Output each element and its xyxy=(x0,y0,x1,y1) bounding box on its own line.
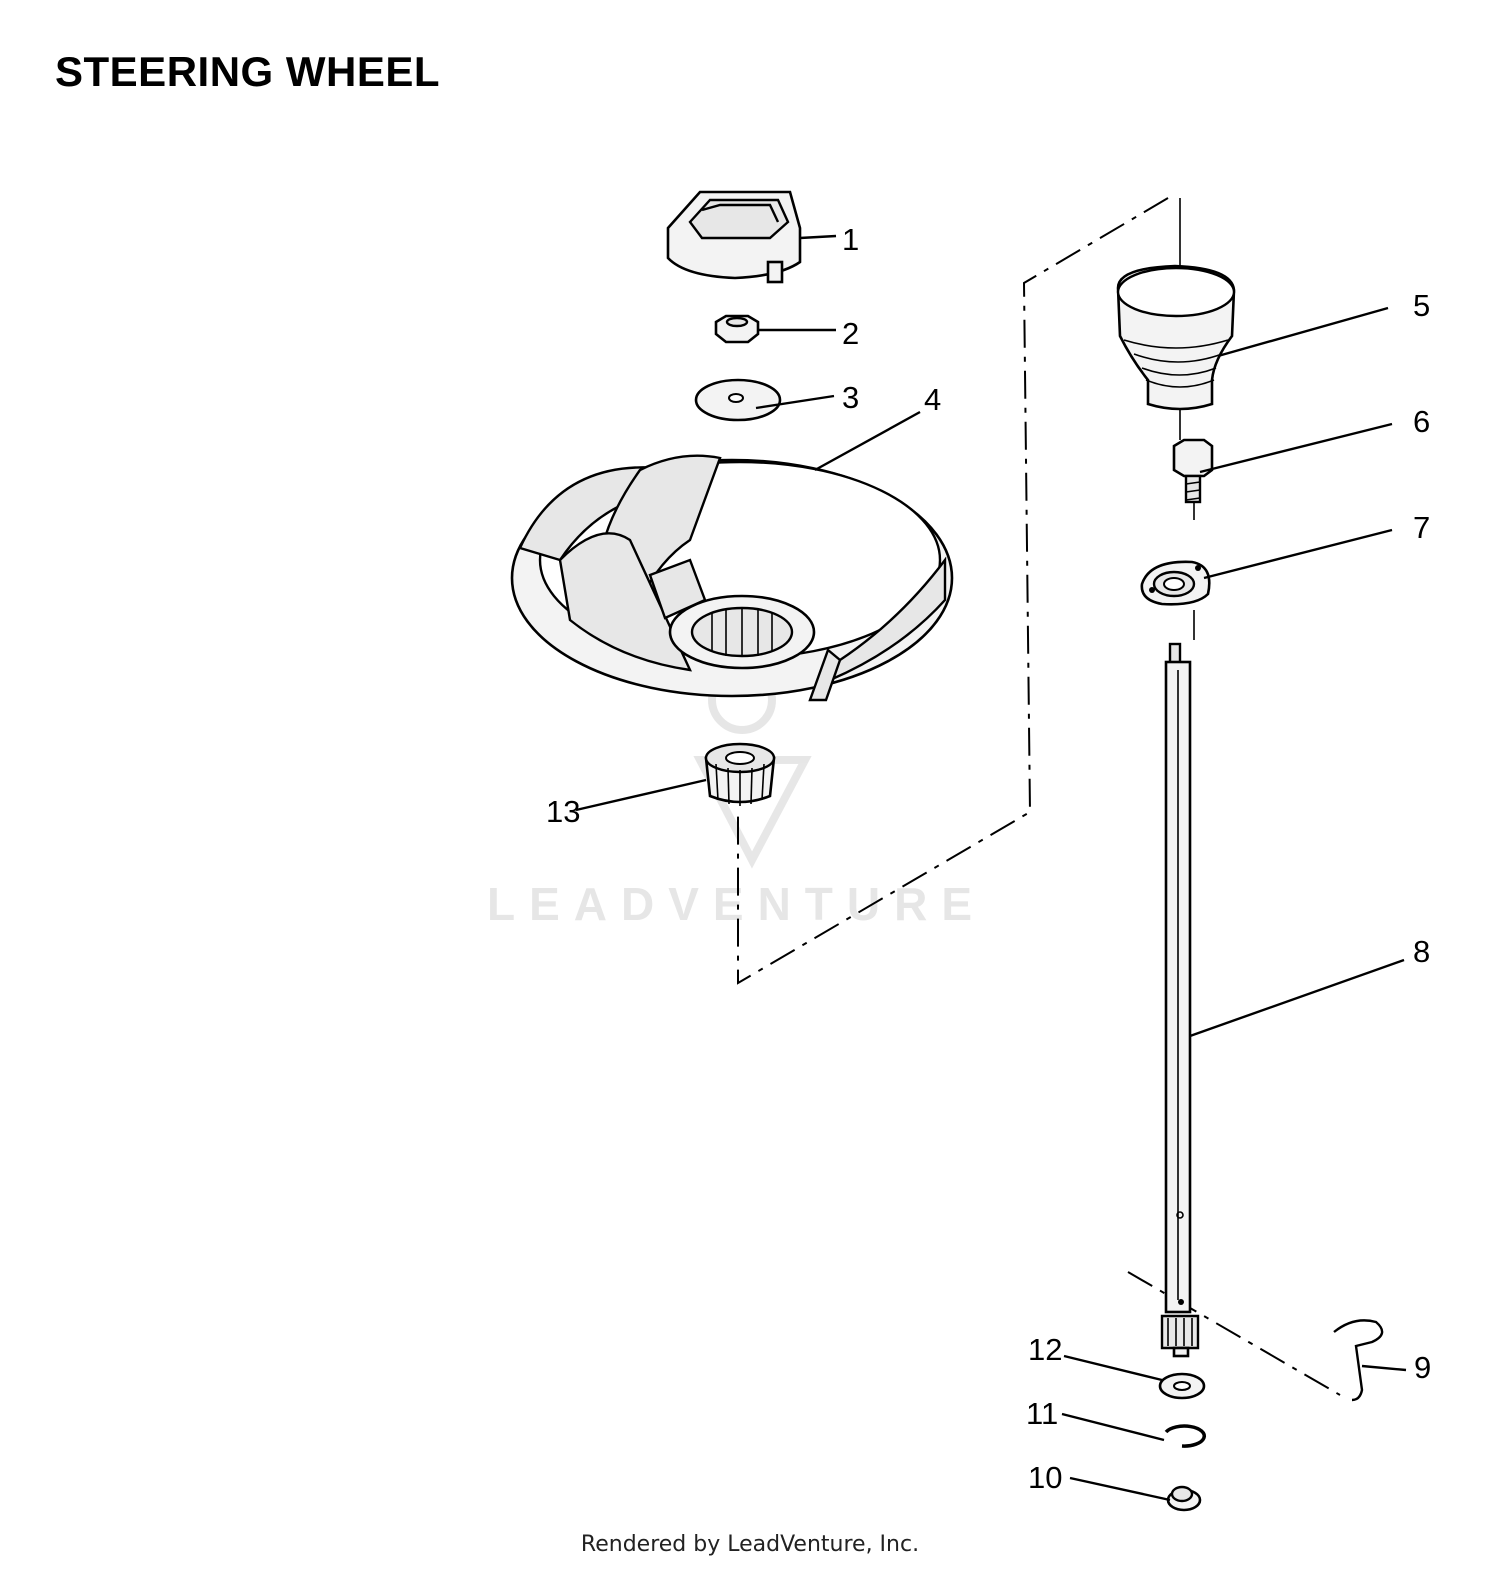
part-4-steering-wheel xyxy=(510,454,954,702)
callout-4: 4 xyxy=(924,382,941,417)
part-3-washer xyxy=(694,378,782,422)
callout-11: 11 xyxy=(1026,1396,1058,1431)
part-6-bolt xyxy=(1172,438,1214,504)
part-11-retaining-ring xyxy=(1164,1424,1207,1448)
diagram-title: STEERING WHEEL xyxy=(55,48,441,95)
callout-6: 6 xyxy=(1413,404,1430,439)
part-10-bushing xyxy=(1166,1485,1202,1512)
part-7-flange-bearing xyxy=(1140,560,1211,606)
callout-9: 9 xyxy=(1414,1350,1431,1385)
part-8-steering-shaft xyxy=(1160,642,1200,1358)
callout-1: 1 xyxy=(842,222,859,257)
callout-5: 5 xyxy=(1413,288,1430,323)
part-5-column-bushing xyxy=(1116,264,1236,411)
part-12-washer xyxy=(1158,1372,1206,1400)
callout-8: 8 xyxy=(1413,934,1430,969)
render-credit: Rendered by LeadVenture, Inc. xyxy=(580,1532,920,1557)
leader-lines xyxy=(575,234,1407,1502)
callout-12: 12 xyxy=(1028,1332,1062,1367)
part-9-hairpin-clip xyxy=(1333,1319,1384,1402)
part-1-center-cap xyxy=(666,190,802,284)
callout-labels: 1 2 3 4 5 6 7 8 9 10 11 12 13 xyxy=(546,222,1431,1495)
callout-10: 10 xyxy=(1028,1460,1062,1495)
callout-7: 7 xyxy=(1413,510,1430,545)
callout-13: 13 xyxy=(546,794,580,829)
watermark-text: LEADVENTURE xyxy=(487,878,986,930)
part-13-splined-adapter xyxy=(704,742,776,806)
callout-3: 3 xyxy=(842,380,859,415)
assembly-lines xyxy=(737,197,1341,1396)
callout-2: 2 xyxy=(842,316,859,351)
part-2-nut xyxy=(714,314,760,344)
